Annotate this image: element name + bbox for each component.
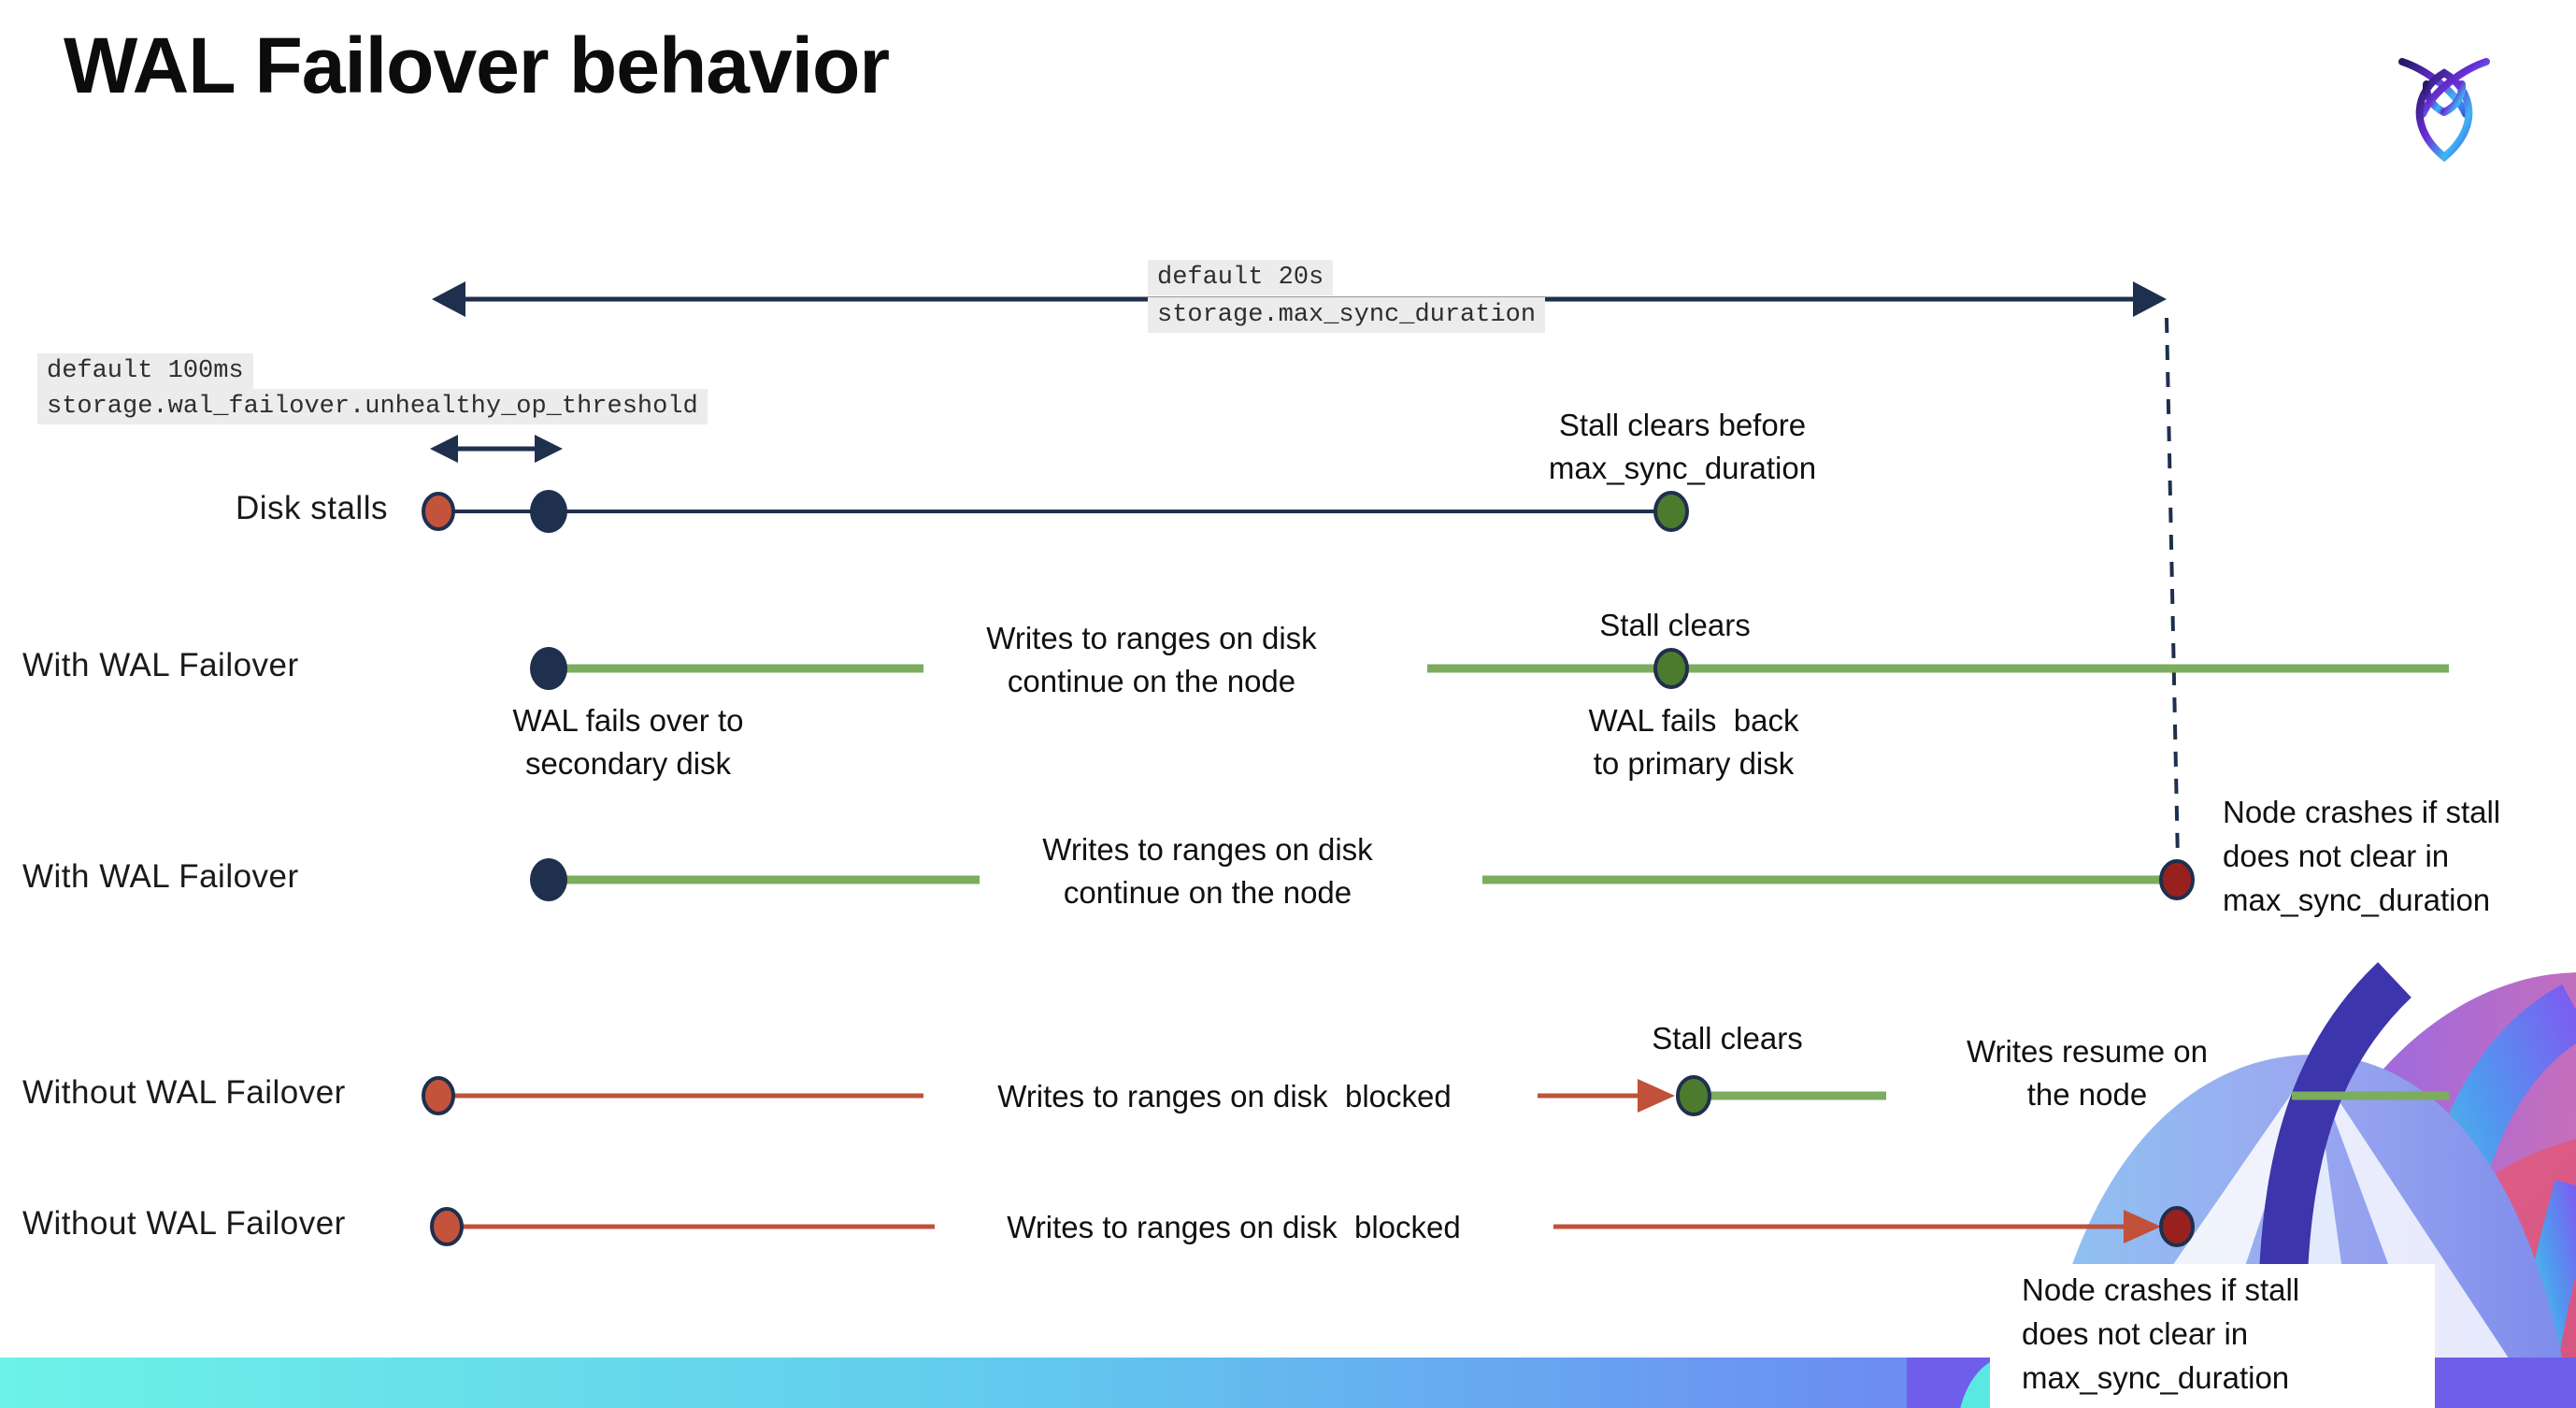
annotation-writes-continue-2: Writes to ranges on disk continue on the… xyxy=(1042,832,1373,910)
annotation-wal-fails-over: WAL fails over to secondary disk xyxy=(512,703,744,781)
node-crash-dot xyxy=(2159,1206,2195,1247)
stall-start-dot xyxy=(430,1207,464,1246)
unhealthy-op-setting-label: storage.wal_failover.unhealthy_op_thresh… xyxy=(37,389,708,425)
annotation-writes-blocked-1: Writes to ranges on disk blocked xyxy=(997,1079,1452,1113)
red-arrowhead xyxy=(1638,1079,1675,1113)
disk-stalls-row xyxy=(422,490,1689,533)
annotation-node-crashes: Node crashes if stall does not clear in … xyxy=(2223,795,2501,917)
annotation-wal-fails-back: WAL fails back to primary disk xyxy=(1588,703,1799,781)
row-label-without-wal-failover-2: Without WAL Failover xyxy=(22,1205,346,1242)
stall-clears-dot xyxy=(1676,1075,1711,1116)
stall-start-dot xyxy=(422,492,455,531)
stall-clears-dot xyxy=(1653,648,1689,689)
annotation-writes-continue-1: Writes to ranges on disk continue on the… xyxy=(986,621,1317,698)
annotation-stall-clears-before: Stall clears before max_sync_duration xyxy=(1548,408,1817,485)
without-wal-failover-row-2 xyxy=(430,1206,2195,1247)
max-sync-setting-label: storage.max_sync_duration xyxy=(1148,297,1546,334)
unhealthy-op-threshold-arrow xyxy=(430,435,563,463)
row-label-without-wal-failover-1: Without WAL Failover xyxy=(22,1074,346,1111)
dashed-deadline-line xyxy=(2165,317,2180,863)
code-chip: storage.max_sync_duration xyxy=(1148,297,1546,334)
cockroachdb-logo-icon xyxy=(2398,58,2490,163)
code-chip: storage.wal_failover.unhealthy_op_thresh… xyxy=(37,389,708,425)
with-wal-failover-row-2 xyxy=(530,858,2195,901)
annotation-node-crashes-box: Node crashes if stall does not clear in … xyxy=(2022,1272,2300,1396)
unhealthy-op-default-label: default 100ms xyxy=(37,353,253,390)
code-chip: default 100ms xyxy=(37,353,253,390)
row-label-with-wal-failover-2: With WAL Failover xyxy=(22,858,299,895)
max-sync-default-label: default 20s xyxy=(1148,260,1334,296)
annotation-stall-clears-2: Stall clears xyxy=(1652,1021,1803,1056)
row-label-with-wal-failover-1: With WAL Failover xyxy=(22,647,299,683)
threshold-dot xyxy=(530,490,567,533)
annotation-writes-blocked-2: Writes to ranges on disk blocked xyxy=(1007,1210,1461,1244)
row-label-disk-stalls: Disk stalls xyxy=(235,490,388,526)
stall-start-dot xyxy=(422,1076,455,1115)
without-wal-failover-row-1 xyxy=(422,1075,2449,1116)
stall-clears-dot xyxy=(1653,491,1689,532)
node-crash-dot xyxy=(2159,859,2195,900)
with-wal-failover-row-1 xyxy=(530,647,2449,690)
node-crashes-callout-box: Node crashes if stall does not clear in … xyxy=(1990,1264,2435,1408)
code-chip: default 20s xyxy=(1148,260,1334,296)
annotation-stall-clears-1: Stall clears xyxy=(1599,608,1751,642)
failover-dot xyxy=(530,647,567,690)
red-arrowhead xyxy=(2124,1210,2161,1243)
failover-dot xyxy=(530,858,567,901)
annotation-writes-resume: Writes resume on the node xyxy=(1967,1034,2208,1112)
page-title: WAL Failover behavior xyxy=(64,22,890,109)
dome-petal xyxy=(2313,1062,2522,1378)
